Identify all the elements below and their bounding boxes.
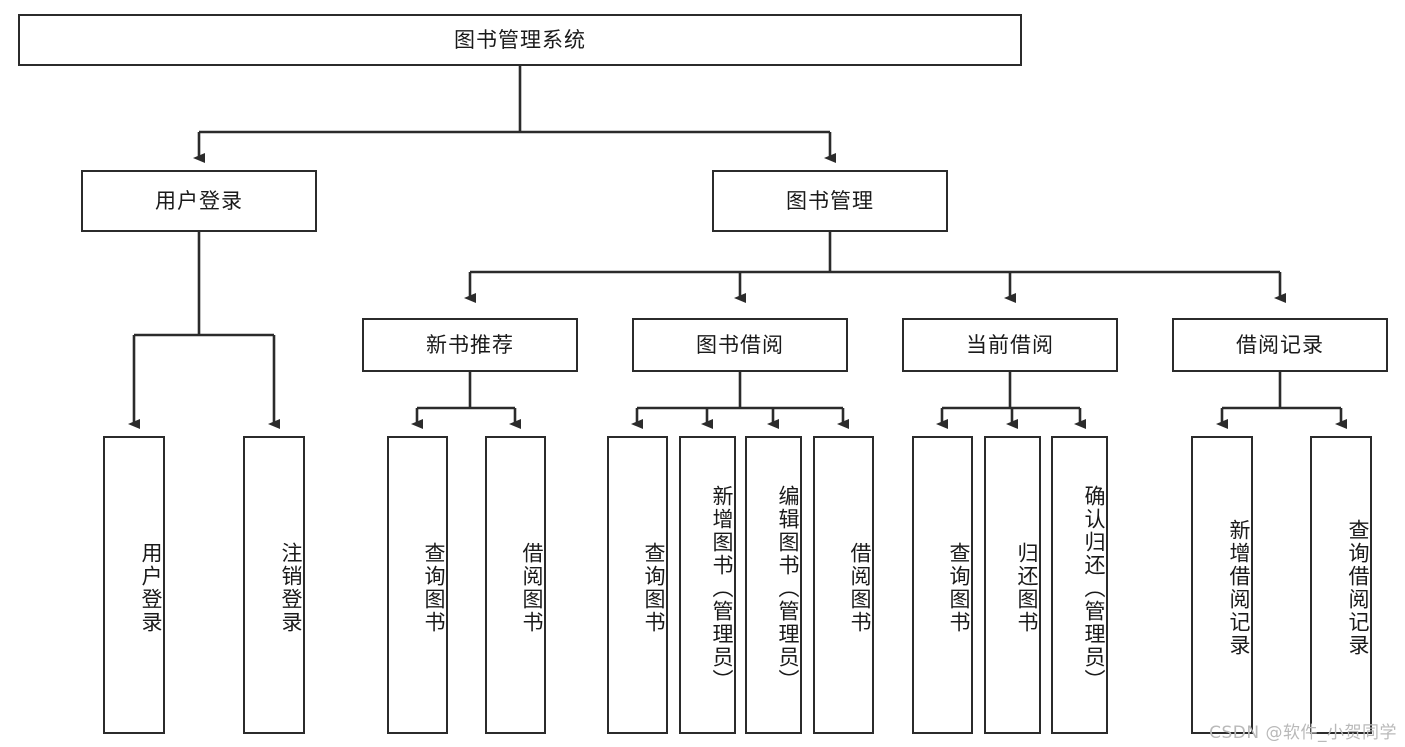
node-leaf-add-record-label: 新增借阅记录 — [1227, 519, 1251, 657]
node-leaf-query-book-3-label: 查询图书 — [947, 542, 971, 634]
node-root[interactable]: 图书管理系统 — [18, 14, 1022, 66]
node-leaf-user-login[interactable]: 用户登录 — [103, 436, 165, 734]
node-leaf-edit-book-admin[interactable]: 编辑图书（管理员） — [745, 436, 802, 734]
node-leaf-query-book-2[interactable]: 查询图书 — [607, 436, 668, 734]
node-leaf-query-record-label: 查询借阅记录 — [1346, 519, 1370, 657]
node-leaf-confirm-return-admin[interactable]: 确认归还（管理员） — [1051, 436, 1108, 734]
node-borrow-record-label: 借阅记录 — [1236, 332, 1324, 357]
node-leaf-logout[interactable]: 注销登录 — [243, 436, 305, 734]
node-leaf-borrow-book-1[interactable]: 借阅图书 — [485, 436, 546, 734]
node-new-book-rec[interactable]: 新书推荐 — [362, 318, 578, 372]
node-root-label: 图书管理系统 — [454, 27, 586, 52]
node-leaf-query-book-1[interactable]: 查询图书 — [387, 436, 448, 734]
node-leaf-return-book[interactable]: 归还图书 — [984, 436, 1041, 734]
node-leaf-query-book-2-label: 查询图书 — [642, 542, 666, 634]
node-book-borrow[interactable]: 图书借阅 — [632, 318, 848, 372]
node-leaf-add-record[interactable]: 新增借阅记录 — [1191, 436, 1253, 734]
node-leaf-query-book-3[interactable]: 查询图书 — [912, 436, 973, 734]
node-current-borrow-label: 当前借阅 — [966, 332, 1054, 357]
node-leaf-logout-label: 注销登录 — [279, 542, 303, 634]
node-new-book-rec-label: 新书推荐 — [426, 332, 514, 357]
node-user-login-label: 用户登录 — [155, 188, 243, 213]
node-leaf-edit-book-admin-label: 编辑图书（管理员） — [776, 484, 800, 692]
node-user-login[interactable]: 用户登录 — [81, 170, 317, 232]
node-book-manage-label: 图书管理 — [786, 188, 874, 213]
node-leaf-query-book-1-label: 查询图书 — [422, 542, 446, 634]
node-leaf-borrow-book-2-label: 借阅图书 — [848, 542, 872, 634]
node-leaf-add-book-admin-label: 新增图书（管理员） — [710, 484, 734, 692]
node-leaf-add-book-admin[interactable]: 新增图书（管理员） — [679, 436, 736, 734]
node-current-borrow[interactable]: 当前借阅 — [902, 318, 1118, 372]
node-leaf-return-book-label: 归还图书 — [1015, 542, 1039, 634]
node-book-borrow-label: 图书借阅 — [696, 332, 784, 357]
node-leaf-confirm-return-admin-label: 确认归还（管理员） — [1082, 484, 1106, 692]
node-leaf-user-login-label: 用户登录 — [139, 542, 163, 634]
node-borrow-record[interactable]: 借阅记录 — [1172, 318, 1388, 372]
node-book-manage[interactable]: 图书管理 — [712, 170, 948, 232]
node-leaf-query-record[interactable]: 查询借阅记录 — [1310, 436, 1372, 734]
node-leaf-borrow-book-2[interactable]: 借阅图书 — [813, 436, 874, 734]
node-leaf-borrow-book-1-label: 借阅图书 — [520, 542, 544, 634]
